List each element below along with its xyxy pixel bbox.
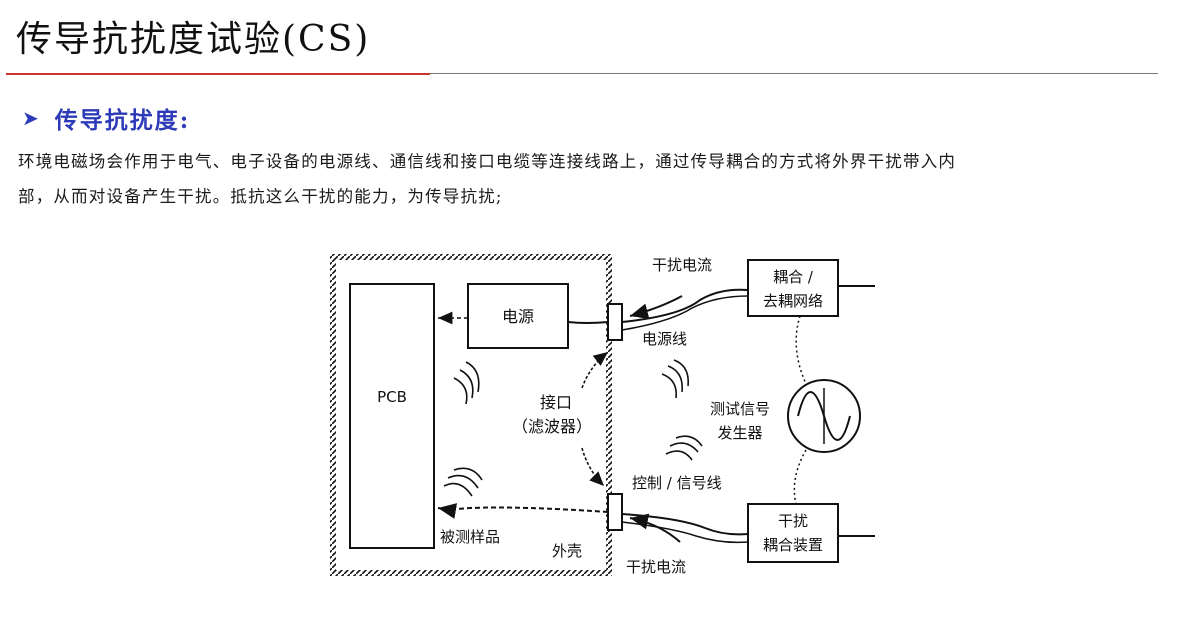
arrow-bullet-icon: ➤ — [22, 106, 39, 130]
power-line-outside-2 — [621, 295, 749, 331]
section-label: 传导抗扰度: — [54, 107, 191, 134]
pcb-label: PCB — [377, 388, 407, 406]
interface-label: 接口 — [540, 393, 572, 412]
coupling-device-label-2: 耦合装置 — [763, 536, 823, 554]
paragraph-line-1: 环境电磁场会作用于电气、电子设备的电源线、通信线和接口电缆等连接线路上，通过传导… — [18, 152, 957, 171]
generator-label-2: 发生器 — [717, 424, 762, 442]
radiation-icon — [443, 359, 703, 497]
signal-line-outside — [621, 513, 749, 536]
power-line-outside — [621, 288, 749, 323]
paragraph-line-2: 部，从而对设备产生干扰。抵抗这么干扰的能力，为传导抗扰; — [18, 187, 503, 206]
interference-arrow-bottom — [629, 513, 681, 543]
interface-connector-bottom — [607, 493, 623, 531]
interference-current-top-label: 干扰电流 — [652, 256, 712, 274]
interference-arrow-top — [629, 295, 683, 320]
signal-line-outside-2 — [621, 521, 749, 544]
title-underline — [430, 73, 1158, 74]
generator-link-bottom — [793, 449, 807, 505]
generator-label-1: 测试信号 — [710, 400, 770, 418]
cs-test-diagram: PCB 电源 耦合 / 去耦网络 干扰 耦合装置 测试信号 发生器 — [330, 254, 875, 576]
filter-label: （滤波器） — [512, 417, 592, 436]
interface-arrow-down — [581, 447, 605, 487]
interference-current-bottom-label: 干扰电流 — [626, 558, 686, 576]
interface-connector-top — [607, 303, 623, 341]
coupling-network-box — [747, 259, 839, 317]
generator-link-top — [795, 315, 807, 385]
power-line-inside — [567, 321, 609, 324]
signal-line-inside — [437, 503, 609, 519]
power-label: 电源 — [502, 307, 534, 326]
page-title: 传导抗扰度试验(CS) — [16, 19, 371, 60]
title-underline-accent — [6, 73, 430, 75]
section-heading: ➤ 传导抗扰度: — [22, 101, 190, 135]
coupling-network-label-1: 耦合 / — [773, 268, 814, 286]
description-paragraph: 环境电磁场会作用于电气、电子设备的电源线、通信线和接口电缆等连接线路上，通过传导… — [18, 144, 1178, 214]
interface-arrow-up — [581, 351, 609, 389]
enclosure — [330, 254, 612, 576]
coupling-device-label-1: 干扰 — [778, 512, 808, 530]
power-line-label: 电源线 — [642, 330, 687, 348]
dut-label: 被测样品 — [440, 528, 500, 546]
coupling-network-label-2: 去耦网络 — [763, 292, 823, 310]
signal-line-label: 控制 / 信号线 — [632, 474, 722, 492]
coupling-device-box — [747, 503, 839, 563]
pcb-block — [349, 283, 435, 549]
shell-label: 外壳 — [552, 542, 582, 560]
power-block — [467, 283, 569, 349]
